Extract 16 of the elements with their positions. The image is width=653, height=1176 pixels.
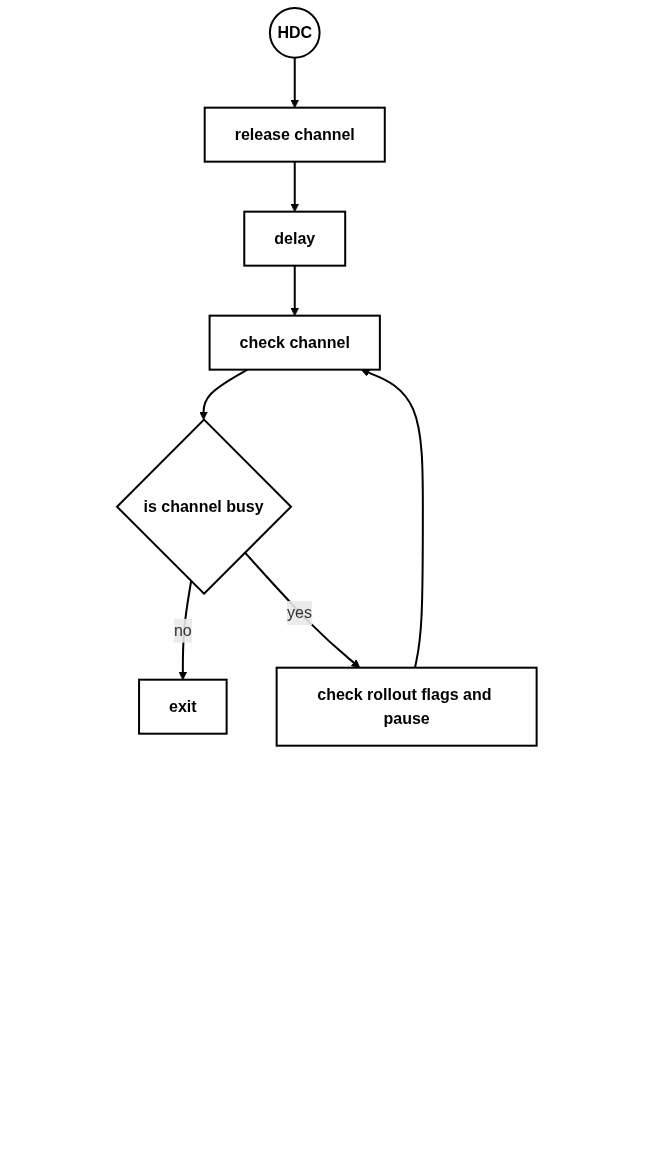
node-box: check rollout flags and pause: [275, 666, 538, 747]
arrow: [360, 368, 424, 669]
arrow: [198, 368, 249, 421]
node-box: exit: [137, 678, 228, 735]
arrow: [290, 56, 299, 109]
node-box: check channel: [208, 314, 381, 371]
node-diamond: is channel busy: [115, 418, 293, 596]
node-box: release channel: [203, 106, 386, 163]
edge-label: yes: [286, 604, 312, 622]
arrow: [290, 160, 299, 213]
arrow: [243, 551, 360, 669]
node-box: delay: [242, 210, 346, 267]
arrow: [178, 580, 192, 681]
edge-label: no: [173, 621, 192, 639]
node-circle: HDC: [268, 7, 321, 59]
arrow: [290, 264, 299, 317]
